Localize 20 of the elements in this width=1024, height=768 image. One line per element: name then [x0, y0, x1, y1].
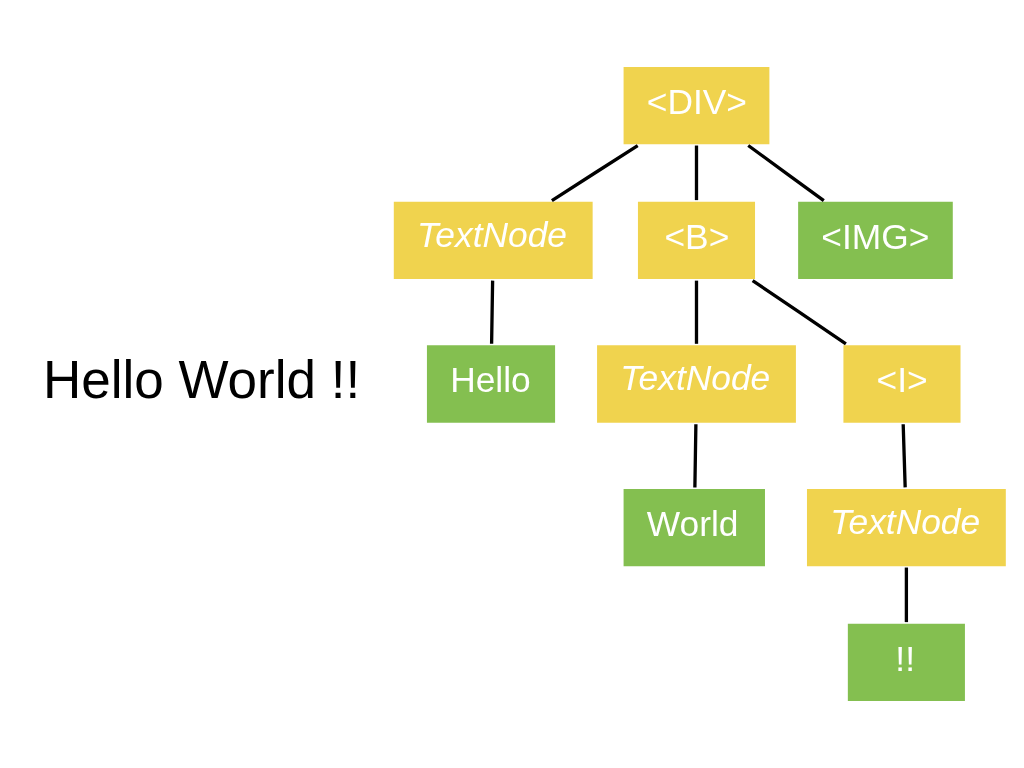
- node-box: <DIV>: [621, 64, 772, 147]
- connector: [904, 567, 909, 623]
- node-box: World: [621, 486, 768, 569]
- connector: [694, 145, 699, 201]
- connector: [693, 424, 698, 488]
- node-box: !!: [845, 621, 968, 704]
- connector: [489, 280, 495, 344]
- node-box: <IMG>: [795, 199, 955, 282]
- connector: [551, 144, 639, 202]
- connector: [901, 424, 907, 488]
- connector: [751, 279, 847, 346]
- label: Hello World !!: [42, 349, 361, 409]
- connector: [747, 144, 825, 202]
- connector: [694, 280, 699, 344]
- node-box: TextNode: [804, 486, 1009, 569]
- node-box: Hello: [424, 343, 558, 425]
- node-box: <I>: [841, 343, 963, 425]
- node-box: <B>: [635, 199, 758, 282]
- node-box: TextNode: [391, 199, 595, 282]
- node-box: TextNode: [594, 343, 799, 425]
